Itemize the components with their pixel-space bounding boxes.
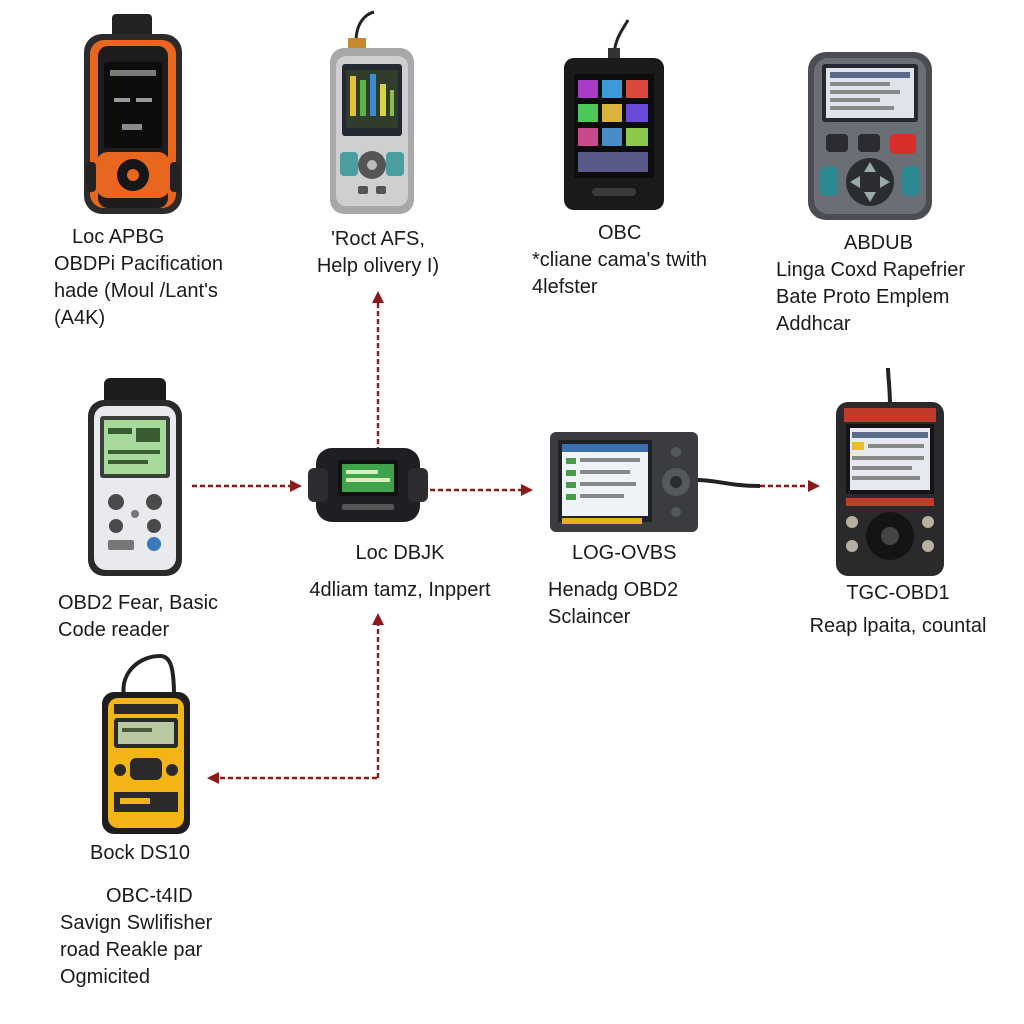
d1-title: Loc APBG <box>72 226 165 248</box>
arrow-d6-to-d7 <box>430 484 533 496</box>
arrow-d9-to-d6 <box>207 613 384 784</box>
d3-line-3: 4lefster <box>532 276 598 298</box>
label-d9: Bock DS10 OBC-t4ID Savign Swlifisher roa… <box>60 840 212 991</box>
d1-line-4: (A4K) <box>54 307 106 329</box>
dark-gray-scanner-icon <box>808 52 932 220</box>
label-d4: ABDUB Linga Coxd Rapefrier Bate Proto Em… <box>776 230 965 338</box>
touchscreen-scanner-icon <box>564 19 664 210</box>
d5-title: OBD2 Fear, Basic <box>58 592 219 614</box>
orange-handheld-scanner-icon <box>84 14 182 214</box>
d5-line-2: Code reader <box>58 619 170 641</box>
d2-title: 'Roct AFS, <box>331 228 425 250</box>
d8-title: TGC-OBD1 <box>846 582 950 604</box>
basic-code-reader-icon <box>88 378 182 576</box>
d3-line-2: *cliane cama's twith <box>532 249 707 271</box>
d4-line-3: Bate Proto Emplem <box>776 286 950 308</box>
d9-line-5: Ogmicited <box>60 966 151 988</box>
d6-line-2: 4dliam tamz, Inppert <box>309 579 491 601</box>
d1-line-2: OBDPi Pacification <box>54 253 223 275</box>
label-d5: OBD2 Fear, Basic Code reader <box>58 590 218 644</box>
d1-line-3: hade (Moul /Lant's <box>54 280 218 302</box>
gray-handheld-scanner-icon <box>330 10 414 214</box>
d4-line-2: Linga Coxd Rapefrier <box>776 259 965 281</box>
d9-line-4: road Reakle par <box>60 939 203 961</box>
professional-scanner-icon <box>836 367 944 576</box>
d7-title: LOG-OVBS <box>572 542 677 564</box>
d3-title: OBC <box>598 222 642 244</box>
d7-line-2: Henadg OBD2 <box>548 579 679 601</box>
obd-adapter-icon <box>308 448 428 522</box>
label-d3: OBC *cliane cama's twith 4lefster <box>532 220 707 301</box>
arrow-d7-to-d8 <box>760 480 820 492</box>
d9-line-2: OBC-t4ID <box>106 885 193 907</box>
tablet-scanner-icon <box>550 432 760 532</box>
d8-line-2: Reap lpaita, countal <box>809 615 987 637</box>
d9-title: Bock DS10 <box>90 842 191 864</box>
label-d2: 'Roct AFS, Help olivery I) <box>290 226 466 280</box>
arrow-d5-to-d6 <box>192 480 302 492</box>
label-d7: LOG-OVBS Henadg OBD2 Sclaincer <box>548 540 678 631</box>
d6-title: Loc DBJK <box>355 542 445 564</box>
label-d6: Loc DBJK 4dliam tamz, Inppert <box>290 540 510 604</box>
d9-line-3: Savign Swlifisher <box>60 912 213 934</box>
d2-line-2: Help olivery I) <box>316 255 440 277</box>
d4-line-4: Addhcar <box>776 313 851 335</box>
label-d8: TGC-OBD1 Reap lpaita, countal <box>800 580 996 640</box>
d4-title: ABDUB <box>844 232 913 254</box>
arrow-d6-to-d2 <box>372 291 384 452</box>
d7-line-3: Sclaincer <box>548 606 631 628</box>
yellow-code-reader-icon <box>102 653 190 834</box>
label-d1: Loc APBG OBDPi Pacification hade (Moul /… <box>54 224 223 332</box>
